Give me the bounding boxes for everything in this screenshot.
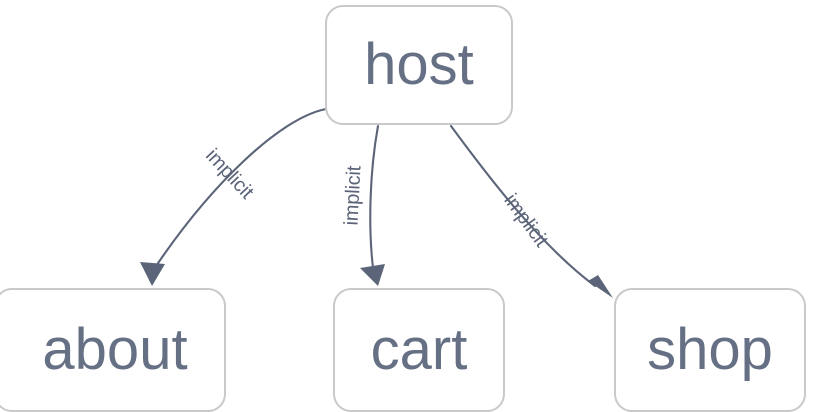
node-shop[interactable]: shop — [614, 288, 806, 412]
edge-host-about[interactable]: implicit — [140, 107, 328, 286]
edge-host-shop-label: implicit — [499, 190, 552, 252]
edge-host-about-path — [150, 107, 328, 274]
edge-host-shop-arrowhead — [588, 275, 613, 298]
edge-host-shop-path — [449, 124, 597, 288]
edge-host-cart[interactable]: implicit — [340, 124, 385, 286]
edge-host-shop[interactable]: implicit — [449, 124, 613, 298]
node-cart-label: cart — [370, 317, 468, 382]
edge-host-about-arrowhead — [140, 262, 165, 286]
edge-host-cart-arrowhead — [360, 264, 385, 286]
node-about[interactable]: about — [0, 288, 226, 412]
node-about-label: about — [42, 317, 188, 382]
node-cart[interactable]: cart — [333, 288, 505, 412]
node-shop-label: shop — [647, 317, 773, 382]
edge-host-about-label: implicit — [201, 145, 258, 204]
node-host-label: host — [364, 32, 474, 97]
node-host[interactable]: host — [325, 5, 513, 125]
edge-host-cart-path — [369, 124, 380, 270]
edge-host-cart-label: implicit — [340, 165, 365, 226]
